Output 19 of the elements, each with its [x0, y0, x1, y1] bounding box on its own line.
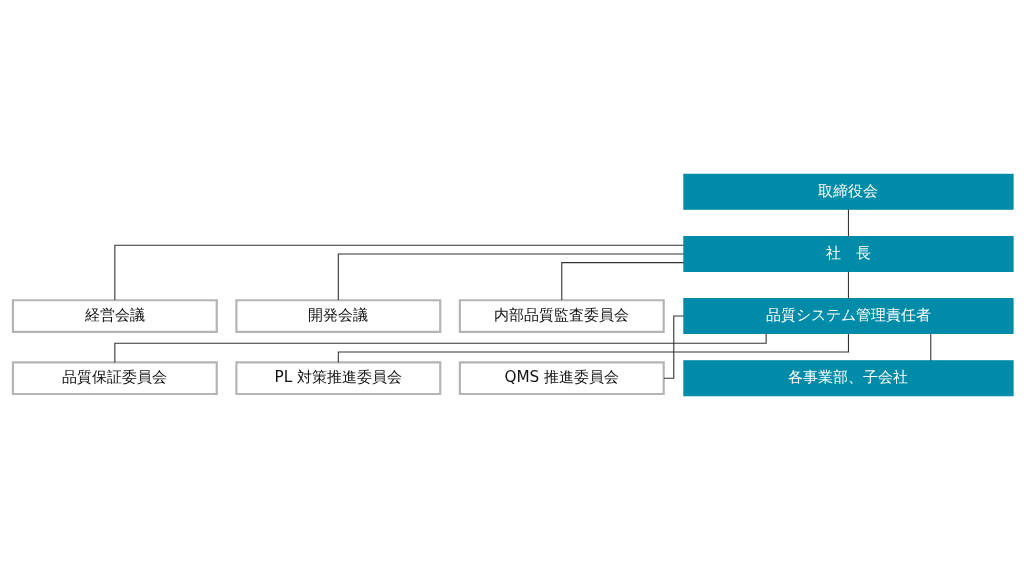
node-box: 品質保証委員会	[11, 361, 218, 396]
node-box: 各事業部、子会社	[683, 360, 1014, 397]
connector	[114, 333, 767, 363]
node-box: PL 対策推進委員会	[235, 361, 442, 396]
node-box: QMS 推進委員会	[458, 361, 665, 396]
node-box: 品質システム管理責任者	[683, 298, 1014, 335]
node-box: 取締役会	[683, 173, 1014, 210]
connector	[847, 271, 849, 300]
connector	[930, 333, 932, 362]
node-box: 経営会議	[11, 299, 218, 333]
node-box: 開発会議	[235, 299, 442, 333]
connector	[114, 244, 685, 301]
connector	[337, 253, 685, 301]
connector	[337, 333, 849, 363]
connector	[847, 208, 849, 237]
connector	[561, 262, 685, 301]
node-box: 社 長	[683, 235, 1014, 272]
connector	[663, 315, 685, 379]
node-box: 内部品質監査委員会	[458, 299, 665, 333]
